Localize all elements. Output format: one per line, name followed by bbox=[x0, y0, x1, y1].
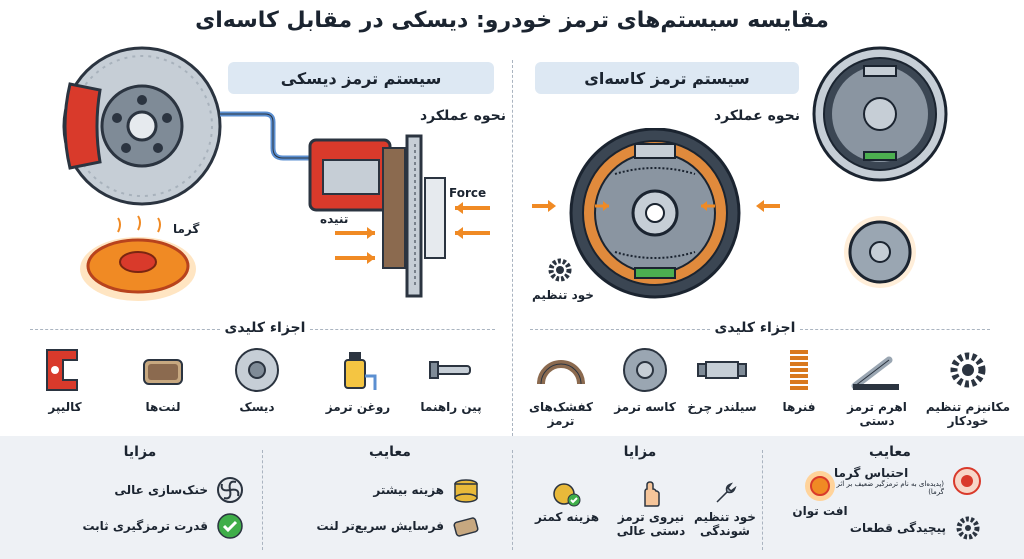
disc-advantage-text: خنک‌سازی عالی bbox=[114, 483, 208, 497]
wheel-cylinder-icon bbox=[697, 361, 747, 379]
part-brake-shoes: کفشک‌های ترمز bbox=[516, 346, 606, 428]
drum-disadvantage-text: افت توان bbox=[792, 504, 848, 518]
drum-how-label: نحوه عملکرد bbox=[714, 108, 800, 124]
part-label: کالیپر bbox=[48, 400, 82, 414]
drum-advantage-3: خود تنظیم شوندگی bbox=[690, 480, 760, 538]
handbrake-lever-icon bbox=[851, 356, 899, 390]
disc-advantage-2: قدرت ترمزگیری ثابت bbox=[82, 512, 244, 540]
drum-advantages-title: مزایا bbox=[623, 444, 657, 460]
part-label: فنرها bbox=[782, 400, 816, 414]
part-springs: فنرها bbox=[754, 346, 844, 414]
clamp-label: تنیده bbox=[320, 212, 349, 226]
part-brake-drum: کاسه ترمز bbox=[600, 346, 690, 414]
drum-parts-divider-left bbox=[530, 329, 710, 330]
worn-pad-icon bbox=[453, 517, 479, 537]
part-caliper: کالیپر bbox=[20, 346, 110, 414]
part-label: اهرم ترمز دستی bbox=[847, 400, 907, 428]
part-label: لنت‌ها bbox=[145, 400, 181, 414]
center-divider bbox=[512, 60, 513, 436]
disc-icon bbox=[235, 348, 279, 392]
disc-parts-divider-right bbox=[310, 329, 495, 330]
part-label: کفشک‌های ترمز bbox=[529, 400, 593, 428]
part-fluid: روغن ترمز bbox=[313, 346, 403, 414]
part-label: کاسه ترمز bbox=[614, 400, 676, 414]
check-icon bbox=[217, 513, 243, 539]
drum-disadvantage-text: احتباس گرما bbox=[834, 466, 909, 480]
brake-fluid-icon bbox=[344, 352, 377, 390]
drum-disadvantage-text: پیچیدگی قطعات bbox=[849, 521, 946, 535]
drum-advantage-1: هزینه کمتر bbox=[528, 480, 606, 524]
drum-disadvantages-title: معایب bbox=[869, 444, 911, 460]
part-label: روغن ترمز bbox=[325, 400, 391, 414]
bottom-divider-3 bbox=[762, 450, 763, 550]
disc-caliper-cutaway bbox=[220, 111, 490, 298]
drum-arrow-right bbox=[756, 200, 780, 212]
drum-cutaway-illustration bbox=[569, 128, 741, 299]
glowing-heat-icon bbox=[805, 471, 835, 501]
part-pads: لنت‌ها bbox=[118, 346, 208, 414]
drum-advantage-2: نیروی ترمز دستی عالی bbox=[608, 480, 694, 538]
disc-how-label: نحوه عملکرد bbox=[420, 108, 506, 124]
disc-disadvantages-title: معایب bbox=[369, 444, 411, 460]
drum-arrow-left bbox=[532, 200, 556, 212]
disc-key-parts-title: اجزاء کلیدی bbox=[224, 320, 306, 336]
brake-pads-icon bbox=[143, 359, 183, 385]
disc-rotor-illustration bbox=[62, 46, 222, 206]
page-title: مقایسه سیستم‌های ترمز خودرو: دیسکی در مق… bbox=[195, 8, 829, 33]
part-label: سیلندر چرخ bbox=[687, 400, 757, 414]
gear-icon bbox=[950, 352, 986, 388]
hot-drum-icon bbox=[953, 467, 981, 495]
disc-disadvantage-2: فرسایش سریع‌تر لنت bbox=[317, 512, 481, 540]
drum-key-parts-title: اجزاء کلیدی bbox=[714, 320, 796, 336]
coins-check-icon bbox=[553, 483, 581, 507]
brake-drum-icon bbox=[623, 348, 667, 392]
guide-pin-icon bbox=[429, 361, 471, 379]
bottom-divider-2 bbox=[512, 450, 513, 550]
disc-banner: سیستم ترمز دیسکی bbox=[228, 62, 494, 94]
disc-disadvantage-1: هزینه بیشتر bbox=[373, 476, 480, 504]
drum-closed-illustration bbox=[844, 216, 916, 288]
disc-parts-divider-left bbox=[30, 329, 220, 330]
drum-disadvantage-3: پیچیدگی قطعات bbox=[850, 514, 982, 542]
heated-disc-illustration bbox=[80, 215, 196, 301]
self-adjust-gear-icon bbox=[548, 258, 572, 282]
spring-icon bbox=[790, 350, 808, 390]
fan-icon bbox=[217, 477, 243, 503]
drum-assembly-illustration bbox=[812, 46, 948, 182]
part-guide-pin: پین راهنما bbox=[406, 346, 496, 414]
coins-icon bbox=[454, 479, 478, 503]
drum-advantage-text: نیروی ترمز دستی عالی bbox=[616, 510, 686, 538]
force-label: Force bbox=[449, 186, 487, 200]
self-adjust-label: خود تنظیم bbox=[532, 288, 594, 302]
hand-icon bbox=[644, 481, 660, 507]
bottom-divider-1 bbox=[262, 450, 263, 550]
part-label: پین راهنما bbox=[420, 400, 482, 414]
heat-label: گرما bbox=[173, 222, 200, 236]
disc-disadvantage-text: هزینه بیشتر bbox=[373, 483, 444, 497]
disc-disadvantage-text: فرسایش سریع‌تر لنت bbox=[316, 519, 445, 533]
disc-advantage-text: قدرت ترمزگیری ثابت bbox=[82, 519, 208, 533]
gears-icon bbox=[956, 516, 980, 540]
part-disc: دیسک bbox=[212, 346, 302, 414]
drum-disadvantage-1: احتباس گرما (پدیده‌ای به نام ترمزگیر ضعی… bbox=[834, 466, 982, 496]
part-handbrake: اهرم ترمز دستی bbox=[832, 346, 922, 428]
heat-fade-note: (پدیده‌ای به نام ترمزگیر ضعیف بر اثر گرم… bbox=[836, 480, 944, 496]
drum-parts-divider-right bbox=[800, 329, 990, 330]
caliper-icon bbox=[46, 349, 78, 391]
drum-advantage-text: هزینه کمتر bbox=[534, 510, 600, 524]
drum-banner: سیستم ترمز کاسه‌ای bbox=[535, 62, 799, 94]
drum-disadvantage-2: افت توان bbox=[790, 470, 850, 518]
disc-advantages-title: مزایا bbox=[123, 444, 157, 460]
part-wheel-cylinder: سیلندر چرخ bbox=[677, 346, 767, 414]
part-label: دیسک bbox=[239, 400, 275, 414]
drum-advantage-text: خود تنظیم شوندگی bbox=[694, 510, 756, 538]
part-auto-adjuster: مکانیزم تنظیم خودکار bbox=[918, 346, 1018, 428]
part-label: مکانیزم تنظیم خودکار bbox=[925, 400, 1011, 428]
brake-shoes-icon bbox=[537, 360, 585, 385]
wrench-icon bbox=[716, 482, 737, 503]
disc-advantage-1: خنک‌سازی عالی bbox=[114, 476, 244, 504]
